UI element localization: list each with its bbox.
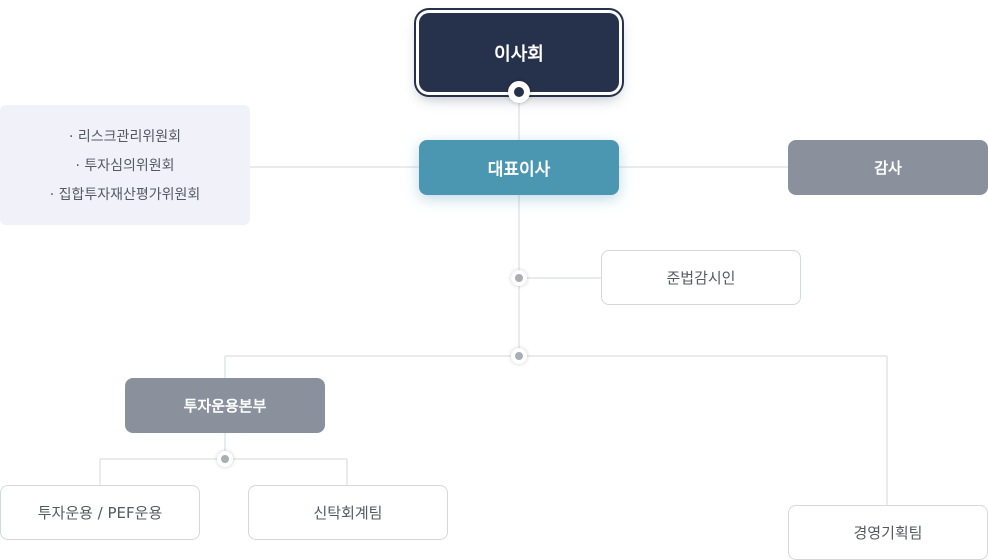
branch-junction-dot [511, 348, 527, 364]
compliance-node: 준법감시인 [601, 250, 801, 305]
committees-panel: 리스크관리위원회 투자심의위원회 집합투자재산평가위원회 [0, 105, 250, 225]
board-node: 이사회 [419, 13, 619, 92]
planning-team-node: 경영기획팀 [788, 505, 988, 560]
investment-division-node: 투자운용본부 [125, 378, 325, 433]
committee-item: 투자심의위원회 [0, 152, 250, 181]
trust-team-node: 신탁회계팀 [248, 485, 448, 540]
committee-item: 집합투자재산평가위원회 [0, 181, 250, 210]
audit-node: 감사 [788, 140, 988, 195]
ceo-node: 대표이사 [419, 140, 619, 195]
committee-item: 리스크관리위원회 [0, 123, 250, 152]
teams-junction-dot [217, 451, 233, 467]
board-connector-dot [508, 81, 530, 103]
compliance-junction-dot [511, 270, 527, 286]
investment-team-node: 투자운용 / PEF운용 [0, 485, 200, 540]
